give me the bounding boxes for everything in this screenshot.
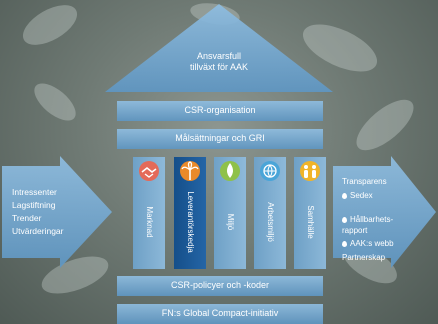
un-global-compact-bar <box>117 304 323 324</box>
un-global-compact-label: FN:s Global Compact-initiativ <box>161 308 279 318</box>
right-bullet-item: Hållbarhets- rapport <box>342 203 412 236</box>
right-arrow-list: Transparens Sedex Hållbarhets- rapport A… <box>342 176 412 263</box>
drop-bullet-icon <box>342 192 347 199</box>
policies-bar <box>117 276 323 296</box>
right-bullet-text: Hållbarhets- rapport <box>342 215 394 235</box>
pillar-label-arbetsmiljo: Arbetsmiljö <box>266 202 275 242</box>
people-icon <box>300 161 320 181</box>
pillar-label-marknad: Marknad <box>145 206 154 238</box>
csr-organisation-label: CSR-organisation <box>184 105 256 115</box>
roof-title-line1: Ansvarsfull <box>196 51 241 61</box>
pillar-label-samhalle: Samhälle <box>306 205 315 239</box>
left-arrow-shape <box>2 156 112 268</box>
drop-bullet-icon <box>342 240 347 247</box>
right-bullet-item: AAK:s webb <box>342 238 412 249</box>
right-heading: Transparens <box>342 177 387 186</box>
roof-block <box>105 4 333 92</box>
handshake-icon <box>139 161 159 181</box>
policies-label: CSR-policyer och -koder <box>170 280 270 290</box>
left-item: Trender <box>12 213 42 223</box>
globe-icon <box>260 161 280 181</box>
targets-bar <box>117 129 323 149</box>
targets-label: Målsättningar och GRI <box>175 133 265 143</box>
leaf-drop-icon <box>220 161 240 181</box>
roof-title: Ansvarsfull tillväxt för AAK <box>160 51 278 73</box>
right-bullet-item: Sedex <box>342 190 412 201</box>
drop-bullet-icon <box>342 216 347 223</box>
pillar-label-leverantorskedja: Leverantörskedja <box>186 191 195 253</box>
pillar-label-miljo: Miljö <box>226 213 235 231</box>
roof-title-line2: tillväxt för AAK <box>189 62 249 72</box>
left-item: Lagstiftning <box>12 200 56 210</box>
right-bullet-text: Sedex <box>350 191 373 200</box>
right-arrow-shape <box>333 156 436 268</box>
palm-tree-icon <box>180 161 200 181</box>
right-footer: Partnerskap <box>342 253 386 262</box>
right-bullet-text: AAK:s webb <box>350 239 394 248</box>
csr-organisation-bar <box>117 101 323 121</box>
left-item: Utvärderingar <box>12 226 64 236</box>
left-arrow-list: Intressenter Lagstiftning Trender Utvärd… <box>12 186 76 238</box>
left-item: Intressenter <box>12 187 57 197</box>
